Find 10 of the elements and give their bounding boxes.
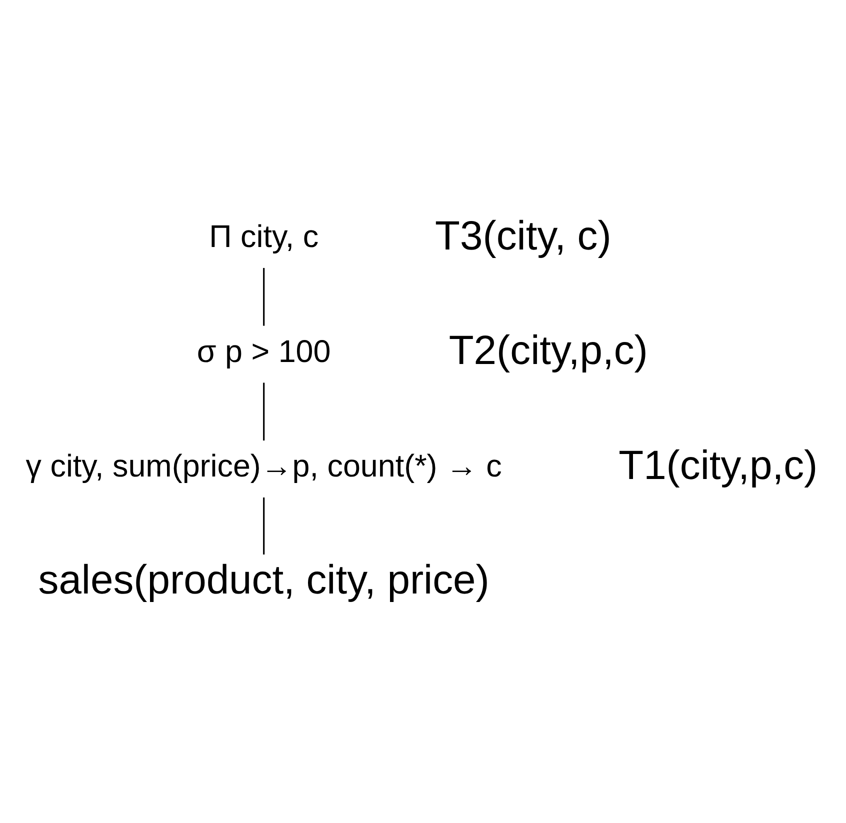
connector <box>263 382 265 441</box>
node-text: σ p > 100 <box>196 334 331 369</box>
connector <box>263 268 265 326</box>
node-text: sales(product, city, price) <box>38 556 490 603</box>
node-text: Π city, c <box>209 219 319 254</box>
label: T3(city, c) <box>435 212 612 258</box>
connector <box>263 497 265 555</box>
label: T1(city,p,c) <box>618 442 818 488</box>
node-text: γ city, sum(price)→p, count(*) → c <box>26 448 502 484</box>
label: T2(city,p,c) <box>448 327 648 374</box>
